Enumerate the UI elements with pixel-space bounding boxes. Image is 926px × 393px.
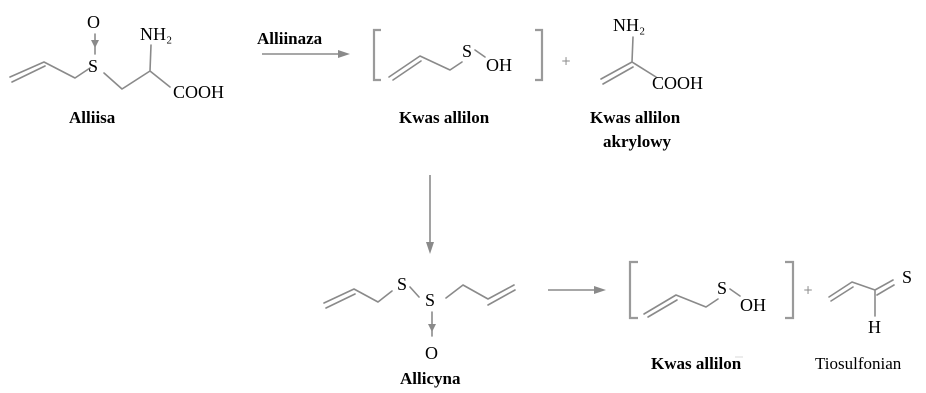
condensation-arrow bbox=[426, 175, 434, 254]
bracket-left-2 bbox=[628, 260, 638, 320]
allicin-so-arrowhead bbox=[428, 324, 436, 332]
decomposition-arrow bbox=[548, 286, 606, 294]
sulfenic-2-hydroxyl: OH bbox=[740, 295, 766, 315]
thiosulfonian: S H Tiosulfonian bbox=[815, 267, 912, 373]
sulfenic-2-bonds bbox=[643, 288, 741, 318]
sulfenic-2-name: Kwas allilon bbox=[651, 354, 742, 373]
alliinase-reaction-arrow: Alliinaza bbox=[257, 29, 350, 58]
plus-sign-2: + bbox=[803, 283, 813, 297]
bracket-right-2 bbox=[785, 260, 795, 320]
sulfenic-1-hydroxyl: OH bbox=[486, 55, 512, 75]
right-arrowhead bbox=[594, 286, 606, 294]
sulfenic-1-sulfur: S bbox=[462, 41, 472, 61]
alliin-skeleton-bonds bbox=[9, 44, 171, 90]
allyl-sulfenic-acid-2: S OH Kwas allilon bbox=[628, 260, 795, 373]
allyl-sulfenic-acid-1: S OH Kwas allilon bbox=[372, 28, 544, 127]
allicin: S S O Allicyna bbox=[323, 274, 516, 388]
sulfenic-1-bonds bbox=[388, 49, 486, 81]
allicin-sulfur-1: S bbox=[397, 274, 407, 294]
sulfenic-1-name: Kwas allilon bbox=[399, 108, 490, 127]
bracket-right-1 bbox=[535, 28, 544, 82]
alliin-amine: NH₂ bbox=[140, 24, 172, 44]
allicin-sulfur-2: S bbox=[425, 290, 435, 310]
enzyme-label: Alliinaza bbox=[257, 29, 323, 48]
allicin-bonds bbox=[323, 284, 516, 309]
enzyme-arrowhead bbox=[338, 50, 350, 58]
down-arrowhead bbox=[426, 242, 434, 254]
alliin-acid: COOH bbox=[173, 82, 224, 102]
thiosulfonian-name: Tiosulfonian bbox=[815, 354, 902, 373]
thiosulfonian-sulfur: S bbox=[902, 267, 912, 287]
alliin-so-arrowhead bbox=[91, 40, 99, 48]
aminoacrylic-amine: NH₂ bbox=[613, 15, 645, 35]
aminoacrylic-name-line1: Kwas allilon bbox=[590, 108, 681, 127]
aminoacrylic-acid-group: COOH bbox=[652, 73, 703, 93]
aminoacrylic-bonds bbox=[600, 36, 657, 85]
alliin-name: Alliisa bbox=[69, 108, 116, 127]
alliin-structure: O S NH₂ COOH Alliisa bbox=[9, 12, 224, 127]
alliin-oxygen: O bbox=[87, 12, 100, 32]
thiosulfonian-hydrogen: H bbox=[868, 317, 881, 337]
plus-sign-1: + bbox=[561, 54, 571, 68]
aminoacrylic-acid: NH₂ COOH Kwas allilon akrylowy bbox=[590, 15, 703, 151]
sulfenic-2-sulfur: S bbox=[717, 278, 727, 298]
allicin-name: Allicyna bbox=[400, 369, 461, 388]
alliin-sulfur: S bbox=[88, 56, 98, 76]
thiosulfonian-bonds bbox=[828, 279, 895, 317]
allicin-oxygen: O bbox=[425, 343, 438, 363]
aminoacrylic-name-line2: akrylowy bbox=[603, 132, 672, 151]
bracket-left-1 bbox=[372, 28, 381, 82]
